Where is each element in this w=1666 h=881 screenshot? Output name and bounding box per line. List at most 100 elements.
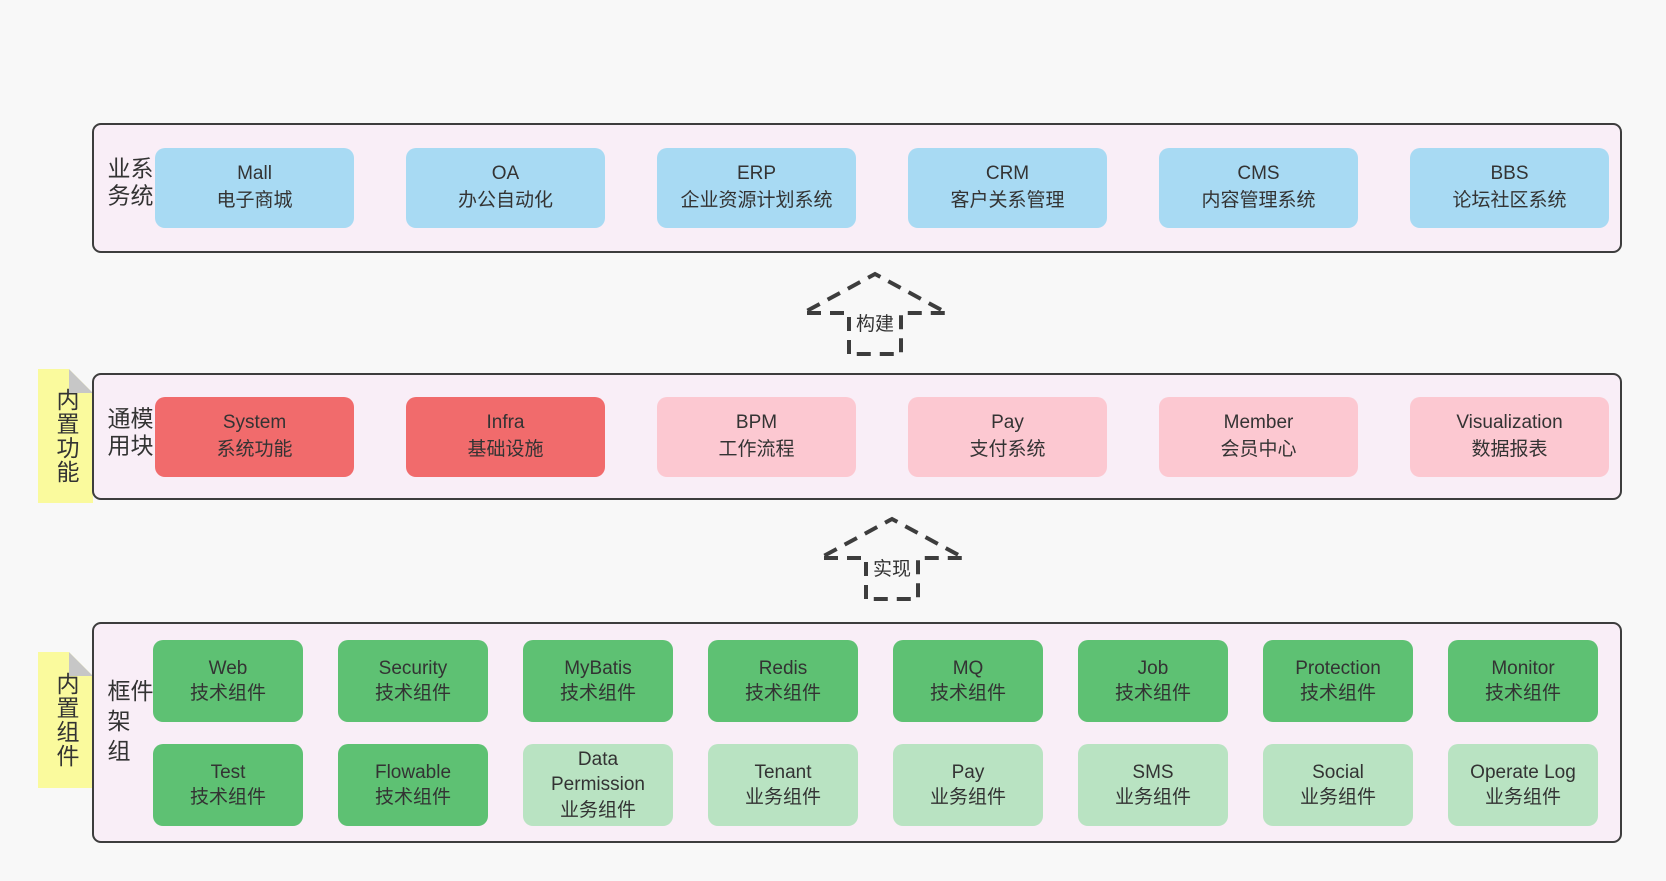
node-social: Social 业务组件 xyxy=(1263,744,1413,826)
node-subtitle: 技术组件 xyxy=(744,683,821,704)
node-title: Pay xyxy=(951,761,985,783)
node-infra: Infra 基础设施 xyxy=(406,396,605,477)
node-subtitle: 业务组件 xyxy=(1114,787,1191,808)
node-title: Web xyxy=(208,657,248,679)
node-pay-component: Pay 业务组件 xyxy=(893,744,1043,826)
node-system: System 系统功能 xyxy=(155,396,354,477)
node-subtitle: 系统功能 xyxy=(216,438,293,460)
node-pay-module: Pay 支付系统 xyxy=(908,396,1107,477)
node-subtitle: 企业资源计划系统 xyxy=(680,190,833,211)
node-title: SMS xyxy=(1132,761,1174,783)
node-title: Protection xyxy=(1295,657,1381,679)
node-flowable: Flowable 技术组件 xyxy=(338,744,488,826)
node-title: Test xyxy=(210,761,246,783)
section-business-systems: 业务系统 Mall 电子商城 OA 办公自动化 ERP 企业资源计划系统 CRM… xyxy=(92,123,1622,253)
node-subtitle: 技术组件 xyxy=(1484,683,1561,704)
node-cms: CMS 内容管理系统 xyxy=(1159,148,1358,228)
business-row: Mall 电子商城 OA 办公自动化 ERP 企业资源计划系统 CRM 客户关系… xyxy=(155,148,1609,228)
node-title: Mall xyxy=(237,163,272,185)
node-subtitle: 业务组件 xyxy=(1299,787,1376,808)
node-subtitle: 会员中心 xyxy=(1220,438,1297,460)
node-title: Infra xyxy=(486,411,525,433)
node-title: CMS xyxy=(1237,163,1280,185)
node-redis: Redis 技术组件 xyxy=(708,640,858,722)
node-title: Operate Log xyxy=(1470,761,1576,783)
section-label-business: 业务系统 xyxy=(104,156,153,211)
node-security: Security 技术组件 xyxy=(338,640,488,722)
node-title: System xyxy=(222,411,287,433)
tab-label: 内置功能 xyxy=(53,388,79,484)
node-title: Redis xyxy=(758,657,808,679)
section-framework-components: 框架组件 Web 技术组件 Security 技术组件 MyBatis 技术组件… xyxy=(92,622,1622,843)
node-title: MQ xyxy=(952,657,984,679)
modules-row: System 系统功能 Infra 基础设施 BPM 工作流程 Pay 支付系统… xyxy=(155,396,1609,477)
node-subtitle: 技术组件 xyxy=(189,683,266,704)
node-subtitle: 业务组件 xyxy=(929,787,1006,808)
node-visualization: Visualization 数据报表 xyxy=(1410,396,1609,477)
node-subtitle: 数据报表 xyxy=(1471,438,1548,460)
node-monitor: Monitor 技术组件 xyxy=(1448,640,1598,722)
node-member: Member 会员中心 xyxy=(1159,396,1358,477)
up-arrow-build-icon xyxy=(800,269,950,357)
node-mq: MQ 技术组件 xyxy=(893,640,1043,722)
node-subtitle: 业务组件 xyxy=(1484,787,1561,808)
node-subtitle: 技术组件 xyxy=(374,787,451,808)
components-rows: Web 技术组件 Security 技术组件 MyBatis 技术组件 Redi… xyxy=(153,640,1598,826)
node-title: Security xyxy=(378,657,448,679)
node-protection: Protection 技术组件 xyxy=(1263,640,1413,722)
up-arrow-implement-icon xyxy=(817,514,967,602)
node-web: Web 技术组件 xyxy=(153,640,303,722)
tab-label: 内置组件 xyxy=(53,672,79,768)
node-bbs: BBS 论坛社区系统 xyxy=(1410,148,1609,228)
node-subtitle: 技术组件 xyxy=(374,683,451,704)
node-title: CRM xyxy=(985,163,1030,185)
node-title: Flowable xyxy=(374,761,452,783)
node-subtitle: 论坛社区系统 xyxy=(1452,190,1567,211)
node-erp: ERP 企业资源计划系统 xyxy=(657,148,856,228)
node-test: Test 技术组件 xyxy=(153,744,303,826)
sticky-tab-built-in-features: 内置功能 xyxy=(38,369,93,503)
node-title: Member xyxy=(1223,411,1294,433)
node-subtitle: 办公自动化 xyxy=(457,190,553,211)
components-row-2: Test 技术组件 Flowable 技术组件 Data Permission … xyxy=(153,744,1598,826)
section-label-components: 框架组件 xyxy=(104,678,153,769)
node-subtitle: 内容管理系统 xyxy=(1201,190,1316,211)
node-subtitle: 技术组件 xyxy=(1299,683,1376,704)
node-subtitle: 基础设施 xyxy=(467,438,544,460)
node-title: Pay xyxy=(991,411,1024,433)
node-operate-log: Operate Log 业务组件 xyxy=(1448,744,1598,826)
node-title: ERP xyxy=(736,163,777,185)
node-title: Job xyxy=(1137,657,1169,679)
node-job: Job 技术组件 xyxy=(1078,640,1228,722)
node-subtitle: 技术组件 xyxy=(929,683,1006,704)
node-title: BPM xyxy=(735,411,778,433)
node-crm: CRM 客户关系管理 xyxy=(908,148,1107,228)
node-tenant: Tenant 业务组件 xyxy=(708,744,858,826)
components-row-1: Web 技术组件 Security 技术组件 MyBatis 技术组件 Redi… xyxy=(153,640,1598,722)
node-subtitle: 支付系统 xyxy=(969,438,1046,460)
node-title: Monitor xyxy=(1491,657,1555,679)
node-title: OA xyxy=(491,163,520,185)
node-subtitle: 技术组件 xyxy=(189,787,266,808)
node-title: MyBatis xyxy=(564,657,632,679)
node-mybatis: MyBatis 技术组件 xyxy=(523,640,673,722)
node-mall: Mall 电子商城 xyxy=(155,148,354,228)
node-subtitle: 业务组件 xyxy=(744,787,821,808)
node-title: Visualization xyxy=(1456,411,1563,433)
node-title: Social xyxy=(1312,761,1364,783)
node-title: Tenant xyxy=(754,761,812,783)
node-oa: OA 办公自动化 xyxy=(406,148,605,228)
node-title: BBS xyxy=(1490,163,1529,185)
node-data-permission: Data Permission 业务组件 xyxy=(523,744,673,826)
arrow-label-build: 构建 xyxy=(800,309,950,336)
node-title: Data Permission xyxy=(551,749,645,796)
node-bpm: BPM 工作流程 xyxy=(657,396,856,477)
node-subtitle: 工作流程 xyxy=(718,438,795,460)
node-subtitle: 电子商城 xyxy=(216,190,293,211)
arrow-label-implement: 实现 xyxy=(817,554,967,581)
sticky-tab-built-in-components: 内置组件 xyxy=(38,652,93,788)
section-label-modules: 通用模块 xyxy=(104,405,153,460)
node-sms: SMS 业务组件 xyxy=(1078,744,1228,826)
fold-corner-icon xyxy=(69,652,93,676)
